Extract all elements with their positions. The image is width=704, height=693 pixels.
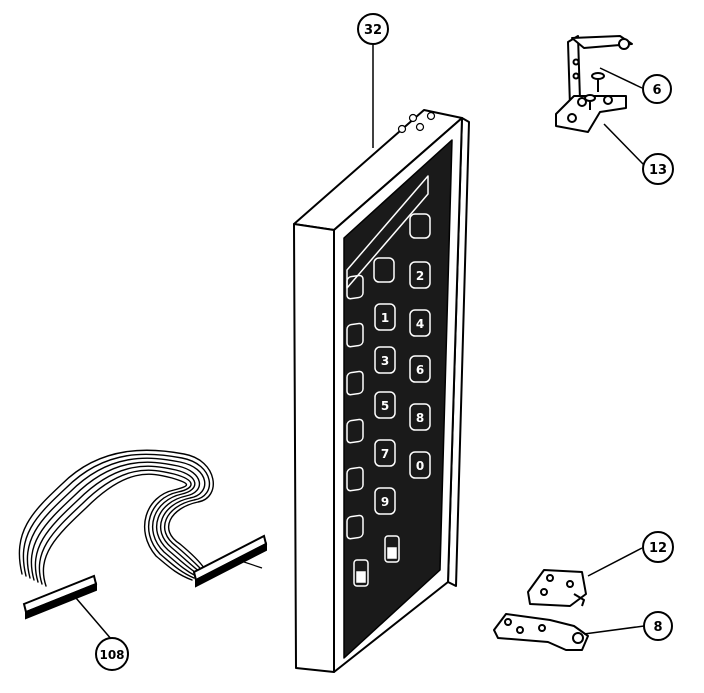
keypad-digit: 0 — [416, 459, 424, 473]
harness-connector-left — [22, 574, 98, 620]
hinge-pin-hole — [567, 113, 577, 123]
callout-label: 13 — [649, 163, 667, 178]
bracket-lower — [493, 613, 589, 651]
keypad-indicator — [387, 547, 397, 559]
callout-leaders — [75, 45, 645, 641]
hinge-top-arm — [571, 35, 633, 49]
keypad-digit: 9 — [381, 495, 389, 509]
bracket-hole — [516, 626, 524, 634]
hinge-bottom-plate — [555, 95, 627, 133]
keypad-key — [346, 466, 364, 492]
leader-12 — [587, 547, 643, 577]
control-panel-assembly — [293, 109, 470, 673]
keypad-inset — [343, 139, 453, 659]
callout-label: 32 — [364, 23, 382, 38]
leader-6 — [599, 67, 643, 89]
keypad-key — [346, 274, 364, 300]
keypad-digit: 1 — [381, 311, 389, 325]
panel-screw-hole — [415, 122, 425, 132]
callout-label: 108 — [99, 648, 124, 662]
callout-label: 8 — [653, 620, 662, 635]
hinge-screw — [584, 94, 596, 110]
keypad-key — [346, 418, 364, 444]
callout-label: 12 — [649, 541, 667, 556]
callout-8: 8 — [643, 611, 673, 641]
callout-108: 108 — [95, 637, 129, 671]
leader-108 — [75, 597, 113, 641]
bracket-hole — [504, 618, 512, 626]
hinge-pin-hole — [577, 97, 587, 107]
keypad-key — [346, 370, 364, 396]
callout-32: 32 — [357, 13, 389, 45]
hinge-slot — [572, 72, 580, 80]
bracket-upper-plate — [527, 569, 587, 607]
keypad-key — [346, 514, 364, 540]
keypad-key — [409, 355, 431, 383]
hinge-slot — [572, 58, 580, 66]
panel-screw-hole — [408, 113, 418, 123]
keypad-key — [409, 213, 431, 239]
hinge-pin-hole — [603, 95, 613, 105]
panel-left-side — [293, 223, 335, 673]
keypad-key — [353, 559, 369, 587]
harness-guide-line — [237, 559, 263, 569]
keypad-digit: 8 — [416, 411, 424, 425]
keypad-key — [373, 257, 395, 283]
keypad-keys — [346, 213, 431, 587]
callout-12: 12 — [642, 531, 674, 563]
keypad-key — [374, 303, 396, 331]
keypad-key — [409, 403, 431, 431]
keypad-digit: 7 — [381, 447, 389, 461]
keypad-digit: 2 — [416, 269, 424, 283]
keypad-digit: 3 — [381, 354, 389, 368]
keypad-key — [346, 322, 364, 348]
bracket-lower-plate — [493, 613, 589, 651]
leader-8 — [583, 625, 645, 635]
panel-screw-hole — [397, 124, 407, 134]
keypad-key — [409, 261, 431, 289]
callout-6: 6 — [642, 74, 672, 104]
bracket-upper-tab — [573, 593, 585, 607]
keypad-digit: 4 — [416, 317, 424, 331]
keypad-digit-labels: 1 2 3 4 5 6 7 8 9 0 — [381, 269, 424, 509]
bracket-hole — [572, 632, 584, 644]
keypad-digit: 5 — [381, 399, 389, 413]
bracket-upper — [527, 569, 587, 607]
keypad-digit: 6 — [416, 363, 424, 377]
callout-13: 13 — [642, 153, 674, 185]
keypad-key — [409, 451, 431, 479]
harness-connector-right — [192, 534, 268, 588]
upper-hinge-assembly — [555, 35, 633, 133]
keypad-indicator — [356, 571, 366, 583]
bracket-hole — [540, 588, 548, 596]
keypad-key — [374, 391, 396, 419]
keypad-key — [409, 309, 431, 337]
keypad-key — [374, 487, 396, 515]
bracket-hole — [538, 624, 546, 632]
keypad-key — [384, 535, 400, 563]
bracket-hole — [546, 574, 554, 582]
keypad-key — [374, 439, 396, 467]
hinge-screw — [591, 72, 605, 92]
hinge-pin-hole — [618, 38, 630, 50]
callout-label: 6 — [652, 83, 661, 98]
wire-harness — [18, 449, 214, 587]
panel-screw-hole — [426, 111, 436, 121]
leader-13 — [603, 123, 645, 166]
bracket-hole — [566, 580, 574, 588]
keypad-key — [374, 346, 396, 374]
